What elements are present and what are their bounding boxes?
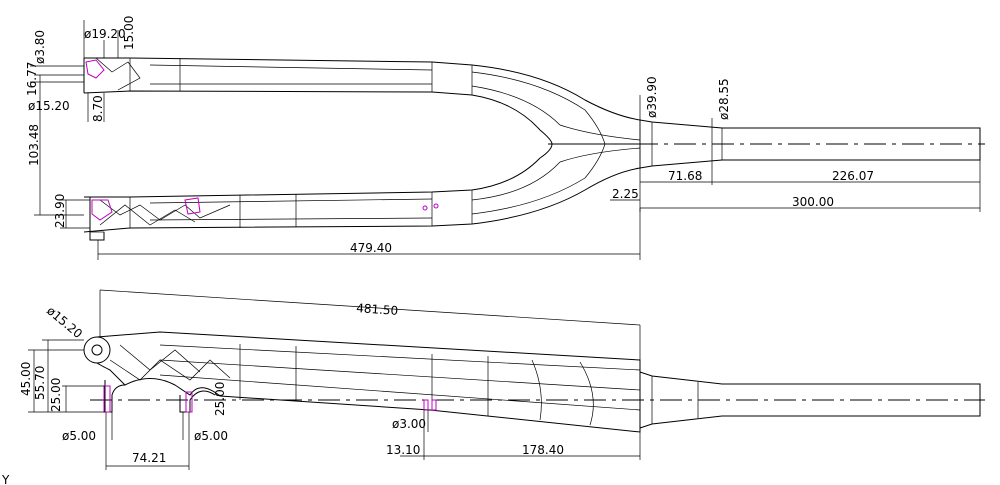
dropouts-top: [83, 57, 439, 241]
dim-300-00: 300.00: [792, 195, 834, 209]
fork-top-view: ø3.80 ø19.20 15.00 16.77 ø15.20 8.70 103…: [25, 16, 985, 260]
dim-479-40: 479.40: [350, 241, 392, 255]
dim-dia-15-20-side: ø15.20: [44, 304, 85, 342]
dim-23-90: 23.90: [53, 194, 67, 228]
steerer-tube: [560, 119, 985, 169]
dim-178-40: 178.40: [522, 443, 564, 457]
dim-55-70: 55.70: [33, 366, 47, 400]
dim-dia-3-80: ø3.80: [33, 30, 47, 64]
dim-15-00: 15.00: [122, 16, 136, 50]
top-view-dimension-lines: [30, 20, 981, 260]
side-magenta-holes: [103, 385, 437, 413]
upper-blade-outline: [83, 57, 641, 131]
dim-16-77: 16.77: [25, 62, 39, 96]
dim-25-00-left: 25.00: [49, 378, 63, 412]
dim-481-50: 481.50: [356, 301, 399, 318]
dim-2-25: 2.25: [612, 187, 639, 201]
dim-8-70: 8.70: [91, 95, 105, 122]
dim-dia-5-00-left: ø5.00: [62, 429, 96, 443]
side-steerer-tube: [90, 371, 985, 429]
dim-dia-28-55: ø28.55: [717, 78, 731, 120]
lower-blade-outline: [83, 157, 641, 233]
dim-45-00: 45.00: [19, 362, 33, 396]
dim-71-68: 71.68: [668, 169, 702, 183]
side-blade-outline: [83, 331, 641, 433]
dim-dia-39-90: ø39.90: [645, 76, 659, 118]
dim-dia-19-20: ø19.20: [84, 27, 126, 41]
dim-226-07: 226.07: [832, 169, 874, 183]
dim-103-48: 103.48: [27, 124, 41, 166]
dim-dia-5-00-right: ø5.00: [194, 429, 228, 443]
axis-corner-label: Y: [1, 473, 10, 485]
top-view-dimension-labels: ø3.80 ø19.20 15.00 16.77 ø15.20 8.70 103…: [25, 16, 874, 255]
side-view-dimension-labels: ø15.20 481.50 45.00 55.70 25.00 25.00 ø5…: [19, 301, 564, 465]
fork-side-view: ø15.20 481.50 45.00 55.70 25.00 25.00 ø5…: [19, 289, 985, 470]
side-view-dimension-lines: [28, 289, 641, 470]
dim-dia-15-20-top: ø15.20: [28, 99, 70, 113]
dim-74-21: 74.21: [132, 451, 166, 465]
dim-13-10: 13.10: [386, 443, 420, 457]
dim-dia-3-00: ø3.00: [392, 417, 426, 431]
dim-25-00-right: 25.00: [213, 382, 227, 416]
